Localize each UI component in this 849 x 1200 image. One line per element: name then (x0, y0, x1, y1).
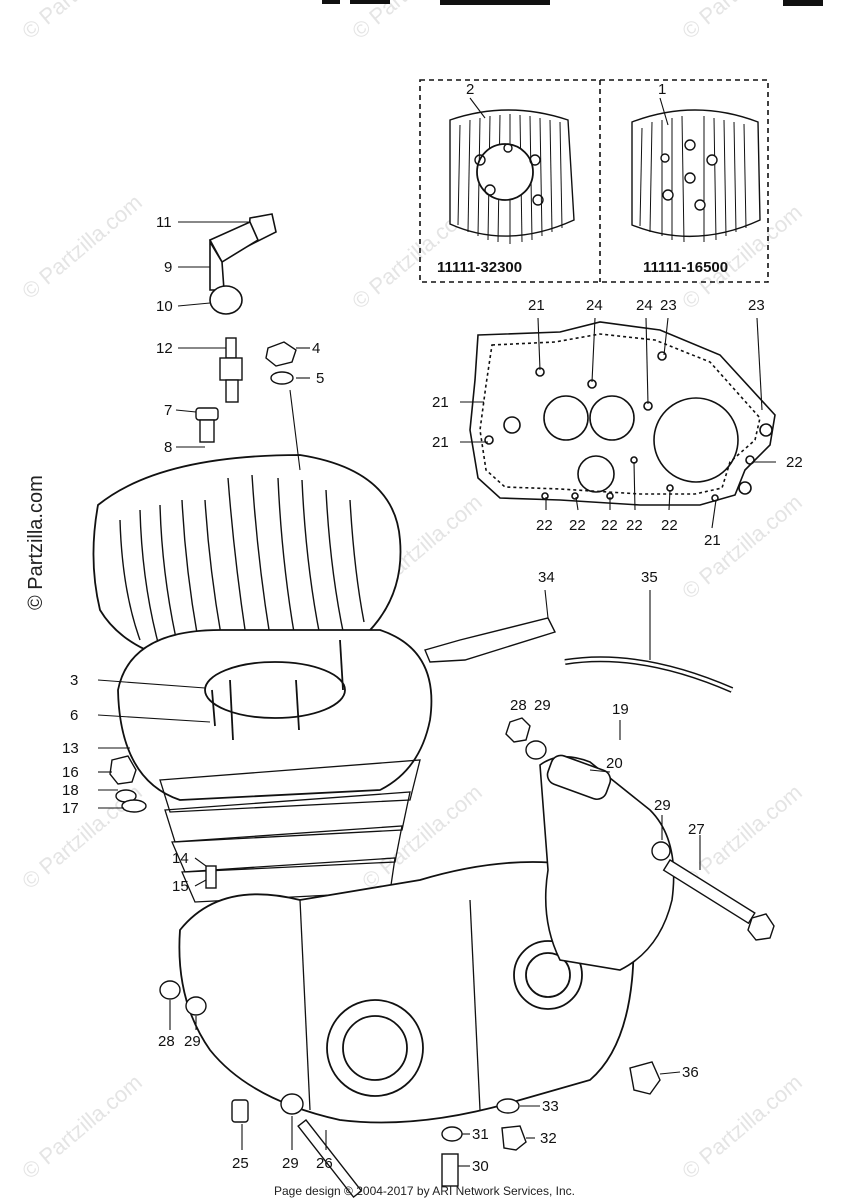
callout: 21 (432, 394, 449, 411)
callout: 22 (786, 454, 803, 471)
callout: 1 (658, 81, 666, 98)
callout: 34 (538, 569, 555, 586)
watermark-text: © Partzilla.com (677, 1069, 807, 1183)
inset-head-left (449, 109, 575, 244)
callout: 3 (70, 672, 78, 689)
inset-head-right (631, 109, 761, 243)
watermark-text: © Partzilla.com (347, 0, 477, 44)
callout: 6 (70, 707, 78, 724)
callout: 12 (156, 340, 173, 357)
callout: 9 (164, 259, 172, 276)
small-parts (109, 717, 775, 1199)
callout: 28 (510, 697, 527, 714)
callout: 32 (540, 1130, 557, 1147)
callout: 25 (232, 1155, 249, 1172)
callout: 13 (62, 740, 79, 757)
fitting-7-8 (195, 407, 219, 443)
callout: 22 (661, 517, 678, 534)
callout: 20 (606, 755, 623, 772)
part-number-right: 11111-16500 (643, 259, 728, 276)
callout: 21 (432, 434, 449, 451)
spark-plug (219, 337, 243, 403)
cylinder (117, 629, 433, 903)
leader-lines (97, 97, 776, 1167)
crankcase (178, 861, 635, 1124)
callout: 24 (586, 297, 603, 314)
callout: 26 (316, 1155, 333, 1172)
callout: 21 (528, 297, 545, 314)
callout: 22 (536, 517, 553, 534)
callout: 5 (316, 370, 324, 387)
callout: 28 (158, 1033, 175, 1050)
callout-numbers: 2 1 11 9 10 12 4 5 7 8 21 24 24 23 23 21… (62, 81, 803, 1175)
callout: 14 (172, 850, 189, 867)
crankcase-cover (539, 754, 675, 971)
inset-box (419, 79, 769, 283)
callout: 29 (184, 1033, 201, 1050)
callout: 36 (682, 1064, 699, 1081)
callout: 19 (612, 701, 629, 718)
callout: 15 (172, 878, 189, 895)
callout: 10 (156, 298, 173, 315)
callout: 33 (542, 1098, 559, 1115)
callout: 22 (569, 517, 586, 534)
watermark-text: © Partzilla.com (677, 0, 807, 44)
callout: 21 (704, 532, 721, 549)
callout: 24 (636, 297, 653, 314)
callout: 29 (534, 697, 551, 714)
callout: 2 (466, 81, 474, 98)
callout: 29 (654, 797, 671, 814)
callout: 23 (660, 297, 677, 314)
watermark-text: © Partzilla.com (17, 0, 147, 44)
callout: 35 (641, 569, 658, 586)
spark-plug-cap (208, 213, 277, 315)
nut-washer (265, 341, 297, 385)
watermark-text: © Partzilla.com (17, 189, 147, 303)
crankcase-gasket (469, 321, 776, 506)
callout: 4 (312, 340, 320, 357)
watermark-text: © Partzilla.com (677, 489, 807, 603)
watermark-text: © Partzilla.com (17, 1069, 147, 1183)
bracket (424, 617, 556, 663)
callout: 31 (472, 1126, 489, 1143)
callout: 17 (62, 800, 79, 817)
callout: 23 (748, 297, 765, 314)
callout: 18 (62, 782, 79, 799)
callout: 30 (472, 1158, 489, 1175)
callout: 16 (62, 764, 79, 781)
side-watermark: © Partzilla.com (25, 475, 47, 610)
callout: 29 (282, 1155, 299, 1172)
callout: 7 (164, 402, 172, 419)
callout: 27 (688, 821, 705, 838)
callout: 22 (601, 517, 618, 534)
part-number-left: 11111-32300 (437, 259, 522, 276)
callout: 22 (626, 517, 643, 534)
header-smudge (322, 0, 823, 6)
callout: 8 (164, 439, 172, 456)
footer-copyright: Page design © 2004-2017 by ARI Network S… (273, 1184, 575, 1198)
callout: 11 (156, 214, 172, 231)
